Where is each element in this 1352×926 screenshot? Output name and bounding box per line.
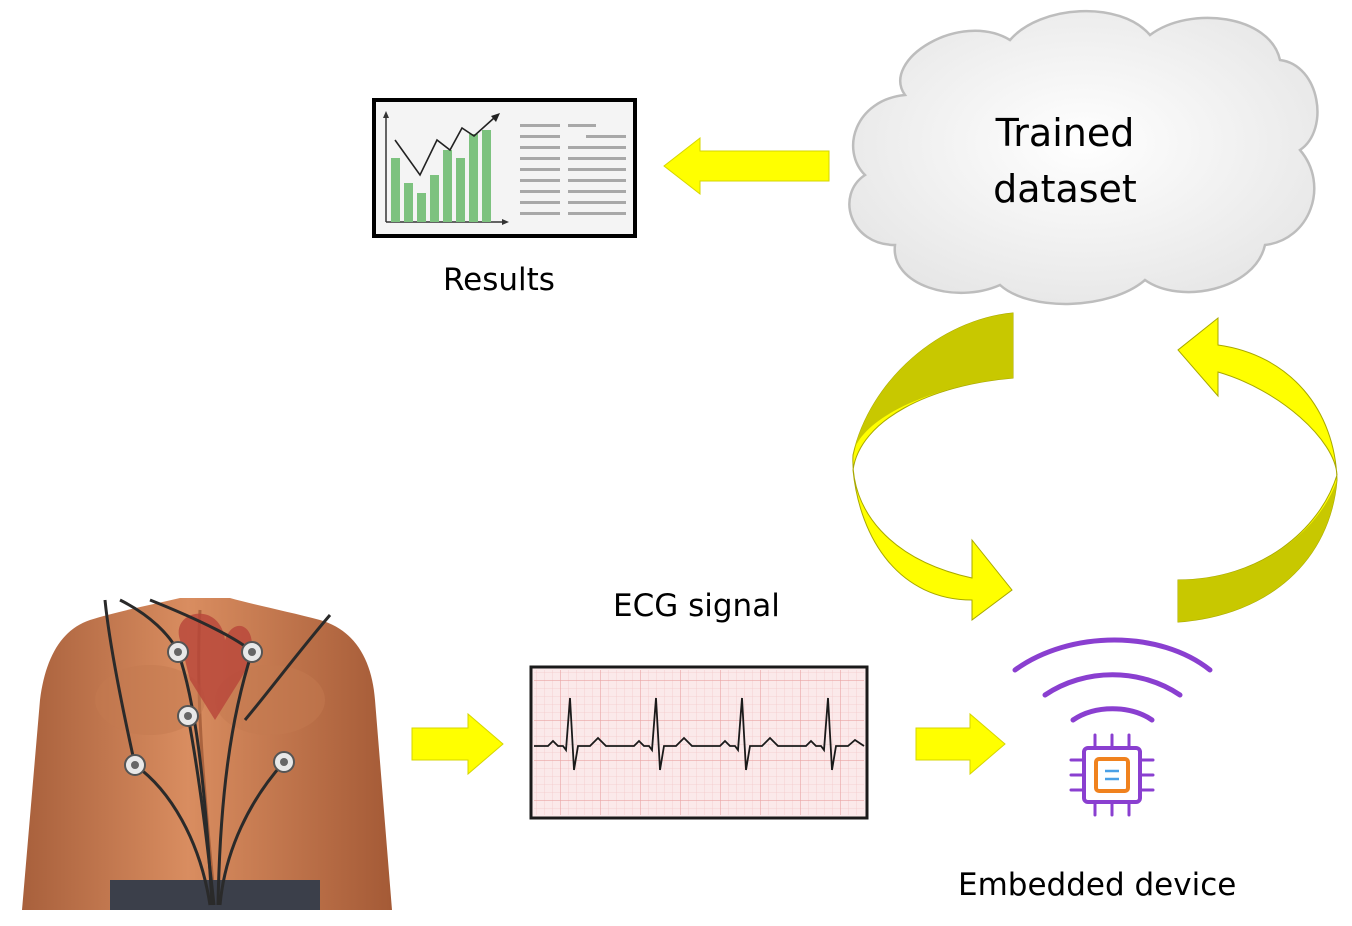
embedded-device-label: Embedded device xyxy=(958,867,1237,903)
curved-arrow-cloud-to-device xyxy=(852,312,1014,621)
wifi-waves-icon xyxy=(1012,637,1213,723)
wireless-chip-icon xyxy=(1012,637,1213,817)
results-bars xyxy=(391,130,491,222)
cloud-label: Trained dataset xyxy=(940,105,1190,217)
results-label: Results xyxy=(443,262,555,298)
ecg-waveform-icon xyxy=(529,665,869,820)
arrow-cloud-to-results xyxy=(663,136,830,196)
results-report-icon xyxy=(372,98,637,238)
cloud-label-line2: dataset xyxy=(993,167,1137,211)
electrodes xyxy=(124,641,295,776)
chip-icon xyxy=(1069,733,1155,817)
cloud-icon xyxy=(848,10,1319,306)
arrow-patient-to-ecg xyxy=(411,712,504,776)
patient-chest-illustration xyxy=(22,598,392,910)
curved-arrow-device-to-cloud xyxy=(1177,316,1338,623)
cloud-label-line1: Trained xyxy=(995,111,1135,155)
ecg-signal-label: ECG signal xyxy=(613,588,780,624)
arrow-ecg-to-device xyxy=(915,712,1006,776)
